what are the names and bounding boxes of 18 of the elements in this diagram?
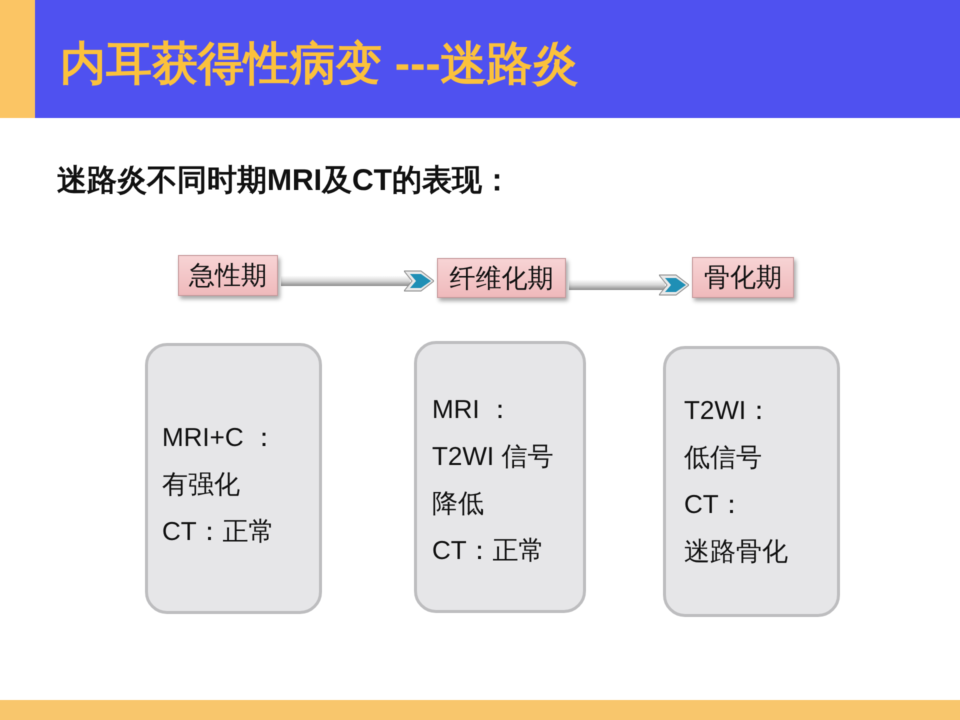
subtitle: 迷路炎不同时期MRI及CT的表现：	[57, 163, 512, 199]
finding-text: MRI+C ：	[162, 421, 277, 454]
rounded-card	[663, 346, 840, 617]
finding-text: CT：正常	[432, 534, 545, 567]
finding-text: T2WI：	[684, 394, 772, 427]
stage-box: 急性期	[178, 255, 278, 296]
rounded-card	[414, 341, 586, 613]
finding-text: 低信号	[684, 441, 762, 474]
stage-box: 骨化期	[692, 257, 794, 298]
finding-text: 迷路骨化	[684, 535, 788, 568]
stage-box: 纤维化期	[437, 258, 566, 298]
finding-text: CT：正常	[162, 515, 275, 548]
finding-text: T2WI 信号降低	[432, 440, 554, 520]
finding-text: MRI ：	[432, 393, 513, 426]
slide-title: 内耳获得性病变 ---迷路炎	[60, 36, 579, 90]
finding-text: CT：	[684, 488, 745, 521]
finding-text: 有强化	[162, 468, 240, 501]
rounded-card	[145, 343, 322, 614]
